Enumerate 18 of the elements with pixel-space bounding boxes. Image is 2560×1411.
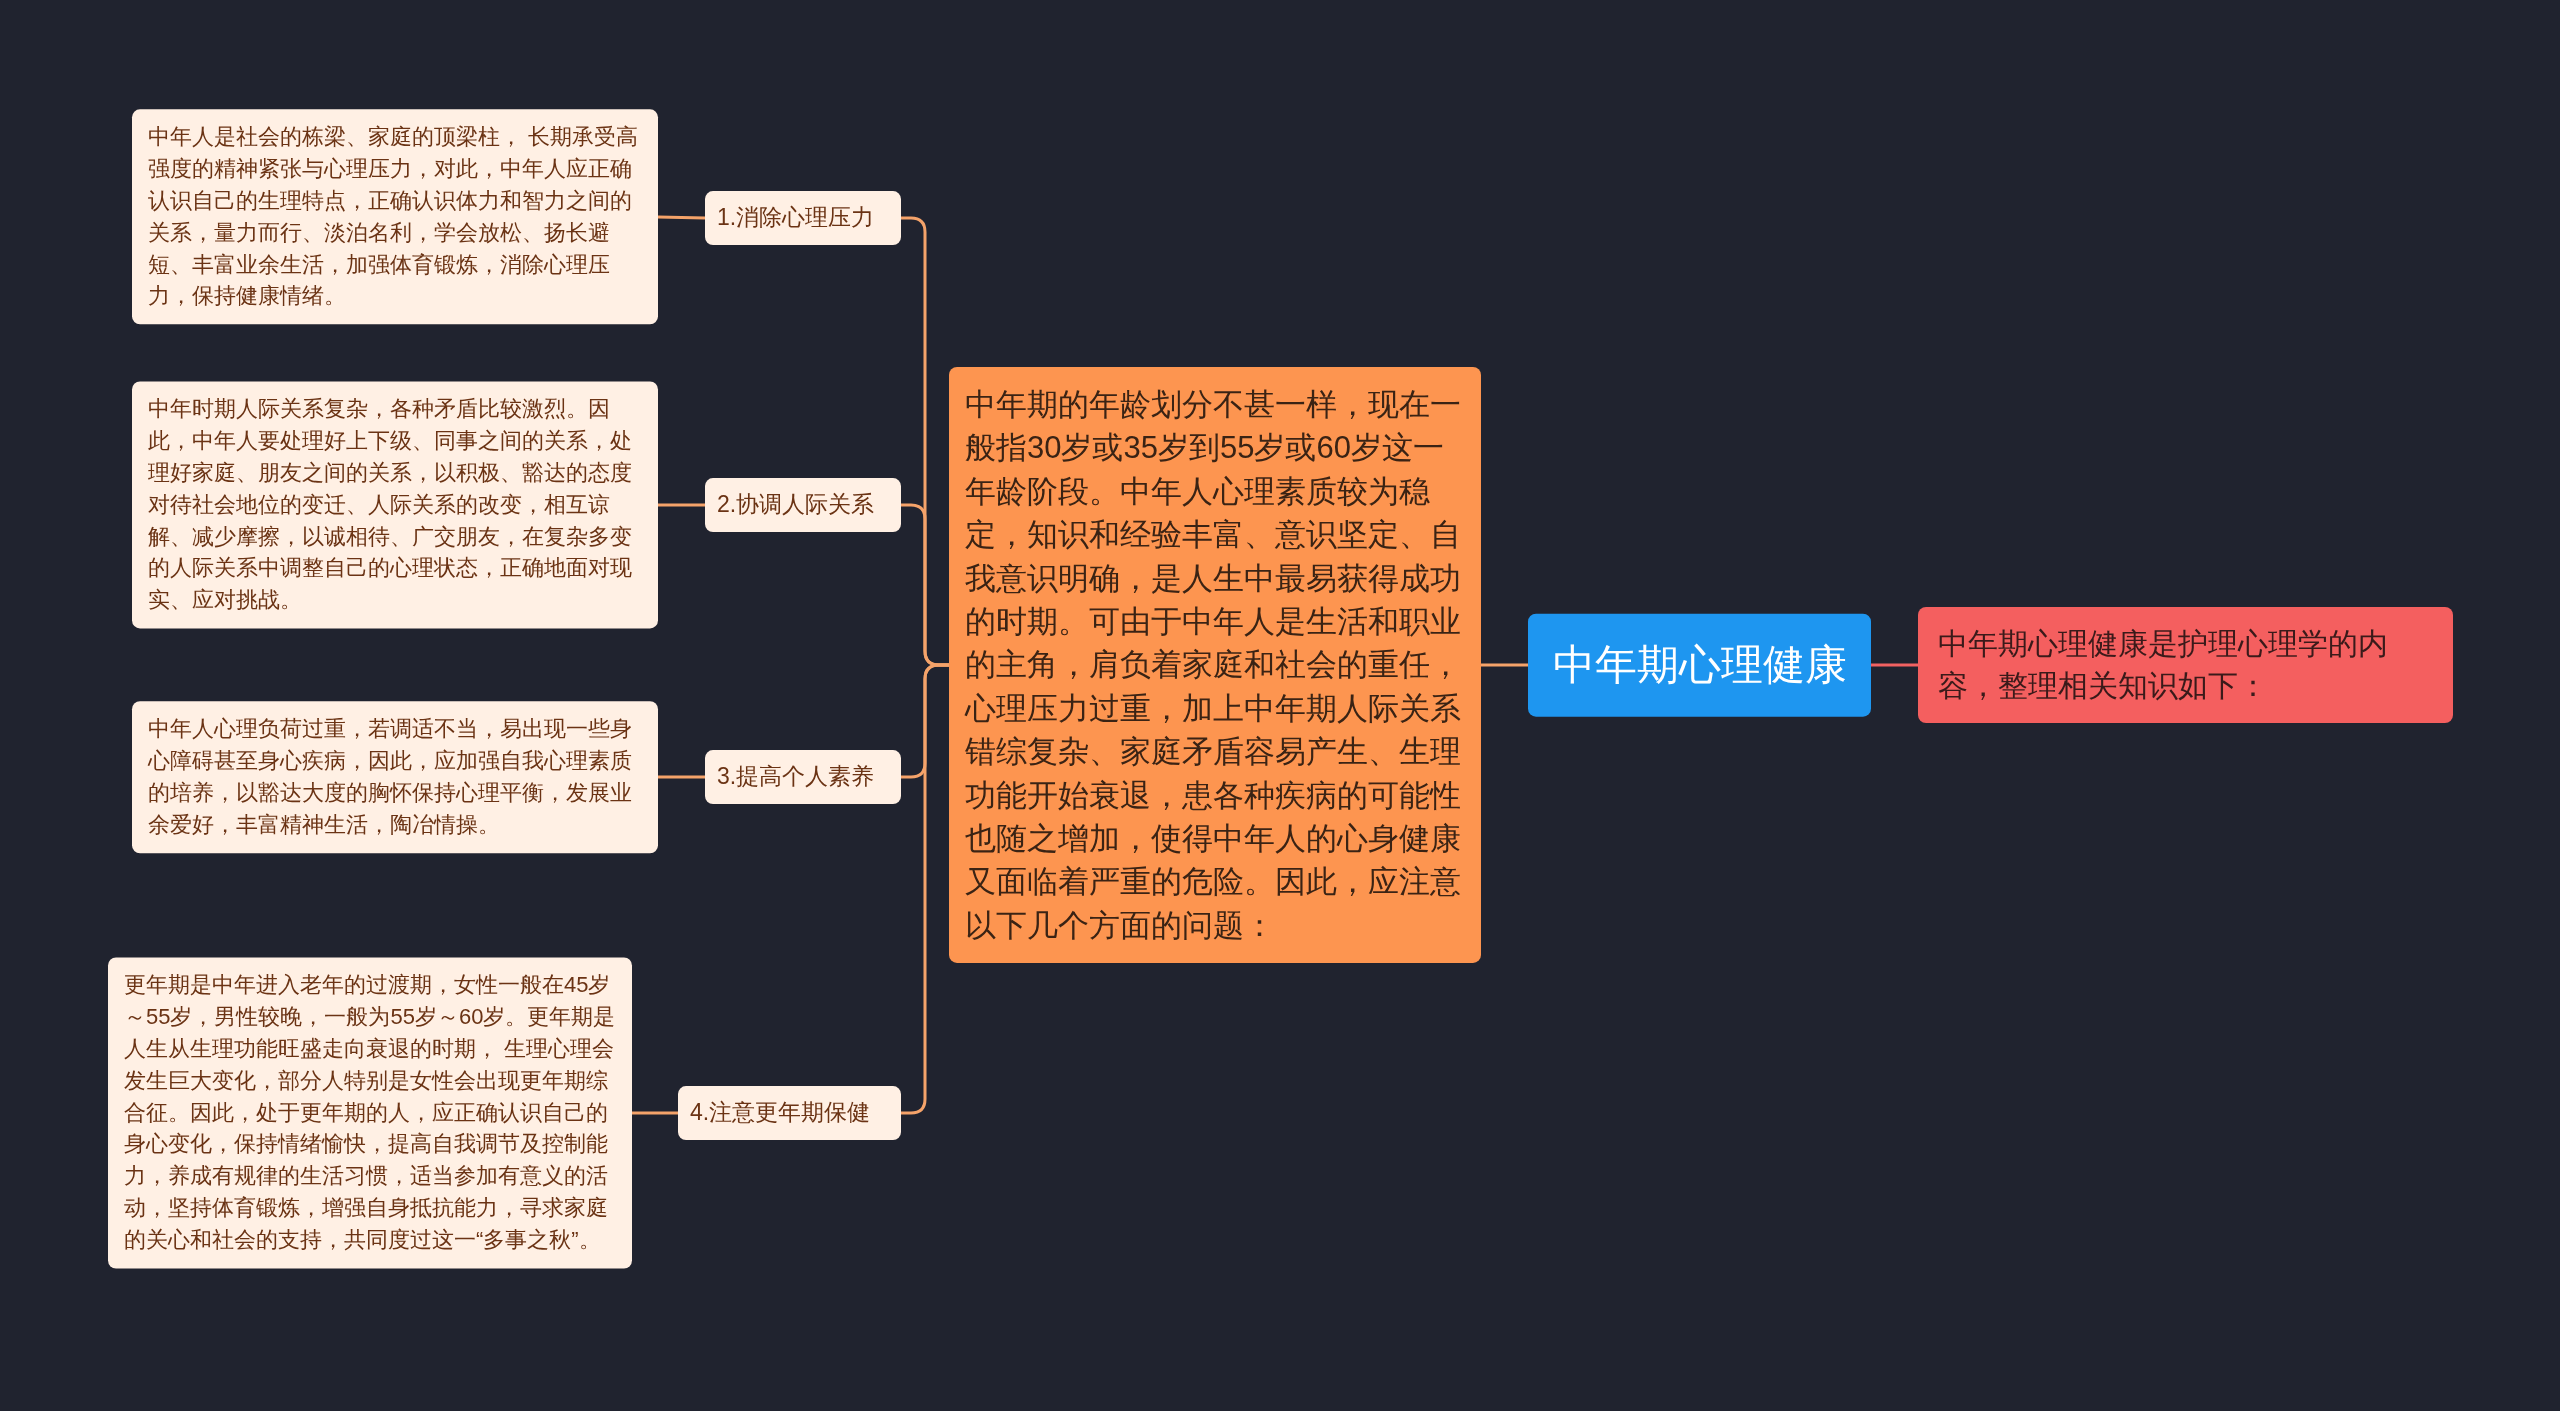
topic-label: 1.消除心理压力 — [705, 191, 901, 245]
note-box: 中年期心理健康是护理心理学的内容，整理相关知识如下： — [1918, 607, 2453, 723]
detail-box: 更年期是中年进入老年的过渡期，女性一般在45岁～55岁，男性较晚，一般为55岁～60岁。更年期是人生从生理功能旺盛走向衰退的时期， 生理心理会发生巨大变化，部分人特别是女性会出现更年期综合征。因此，处于更年期的人，应正确认识自己的身心变化，保持情绪愉快，提高自我调节及控制能力，养成有规律的生活习惯，适当参加有意义的活动，坚持体育锻炼，增强自身抵抗能力，寻求家庭的关心和社会的支持，共同度过这一“多事之秋”。 — [108, 957, 632, 1269]
main-box: 中年期的年龄划分不甚一样，现在一般指30岁或35岁到55岁或60岁这一年龄阶段。中年人心理素质较为稳定，知识和经验丰富、意识坚定、自我意识明确，是人生中最易获得成功的时期。可由于中年人是生活和职业的主角，肩负着家庭和社会的重任，心理压力过重，加上中年期人际关系错综复杂、家庭矛盾容易产生、生理功能开始衰退，患各种疾病的可能性也随之增加，使得中年人的心身健康又面临着严重的危险。因此，应注意以下几个方面的问题： — [949, 366, 1481, 964]
connector-line — [658, 775, 705, 779]
connector-line — [1481, 663, 1528, 667]
detail-box: 中年人是社会的栋梁、家庭的顶梁柱， 长期承受高强度的精神紧张与心理压力，对此，中年人应正确认识自己的生理特点，正确认识体力和智力之间的关系，量力而行、淡泊名利，学会放松、扬长避短、丰富业余生活，加强体育锻炼，消除心理压力，保持健康情绪。 — [132, 109, 658, 325]
connector-line — [901, 663, 949, 1115]
detail-box: 中年时期人际关系复杂，各种矛盾比较激烈。因此，中年人要处理好上下级、同事之间的关系，处理好家庭、朋友之间的关系，以积极、豁达的态度对待社会地位的变迁、人际关系的改变，相互谅解、减少摩擦，以诚相待、广交朋友，在复杂多变的人际关系中调整自己的心理状态，正确地面对现实、应对挑战。 — [132, 381, 658, 629]
detail-box: 中年人心理负荷过重，若调适不当，易出现一些身心障碍甚至身心疾病，因此，应加强自我心理素质的培养，以豁达大度的胸怀保持心理平衡，发展业余爱好，丰富精神生活，陶冶情操。 — [132, 701, 658, 853]
connector-line — [658, 503, 705, 507]
topic-label: 4.注意更年期保健 — [678, 1086, 901, 1140]
connector-line — [657, 215, 706, 220]
root-topic: 中年期心理健康 — [1528, 613, 1871, 717]
topic-label: 2.协调人际关系 — [705, 478, 901, 532]
connector-line — [632, 1111, 678, 1115]
topic-label: 3.提高个人素养 — [705, 750, 901, 804]
connector-line — [1871, 663, 1918, 667]
